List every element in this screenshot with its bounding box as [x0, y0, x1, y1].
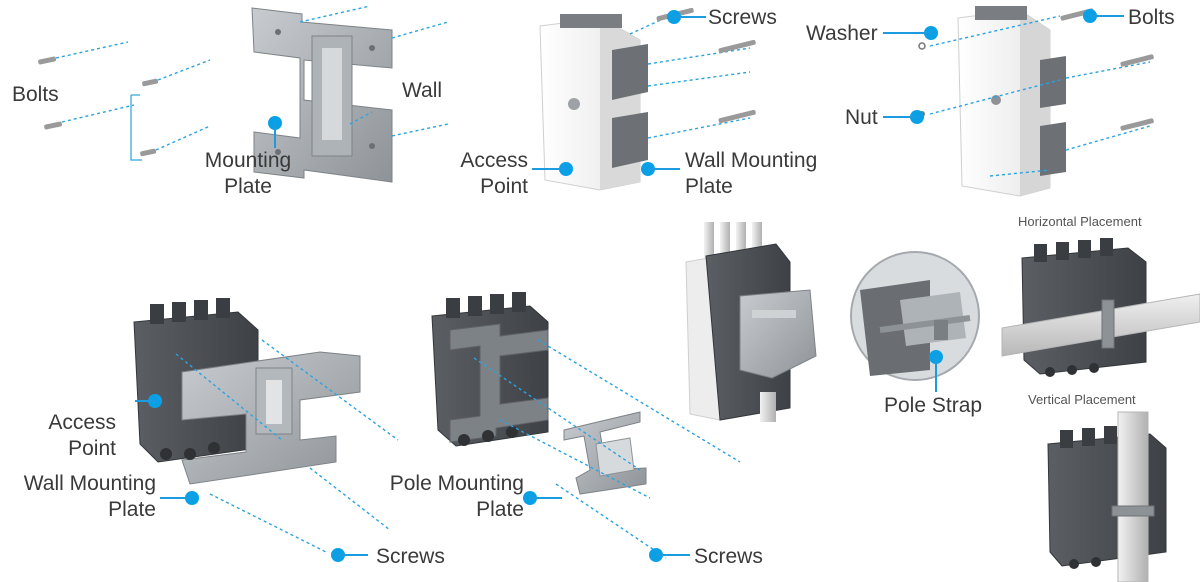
- horizontal-placement-illustration: [1001, 238, 1200, 377]
- wall-mounting-plate-label-top-line1: Wall Mounting: [685, 149, 818, 172]
- pole-mounting-plate-label-line1: Pole Mounting: [389, 472, 524, 495]
- screws-label-bottom-right: Screws: [694, 545, 763, 568]
- wall-mounting-plate-label-bottom-line2: Plate: [108, 498, 156, 521]
- access-point-white-2-illustration: [957, 6, 1066, 197]
- mounting-plate-illustration: [251, 7, 393, 183]
- mounting-plate-label-line1: Mounting: [204, 149, 292, 172]
- screws-label-top: Screws: [708, 6, 777, 29]
- access-point-label-bottom: Access Point: [18, 410, 116, 462]
- bolt-illustration: [38, 56, 159, 157]
- vertical-placement-label: Vertical Placement: [1028, 392, 1136, 407]
- pole-strap-zoom-illustration: [850, 251, 980, 381]
- screws-label-bottom-left: Screws: [376, 545, 445, 568]
- horizontal-placement-label: Horizontal Placement: [1018, 214, 1142, 229]
- nut-label: Nut: [845, 106, 878, 129]
- mounting-plate-label: Mounting Plate: [188, 148, 308, 200]
- wall-mounting-plate-label-top: Wall Mounting Plate: [685, 148, 817, 200]
- access-point-label-bottom-line1: Access: [48, 411, 116, 434]
- pole-strap-label: Pole Strap: [884, 394, 983, 417]
- wall-mounting-plate-label-bottom: Wall Mounting Plate: [0, 471, 156, 523]
- access-point-label-top-line2: Point: [480, 175, 528, 198]
- bolts-label: Bolts: [12, 83, 59, 106]
- access-point-label-bottom-line2: Point: [68, 437, 116, 460]
- wall-mounting-plate-label-bottom-line1: Wall Mounting: [23, 472, 156, 495]
- access-point-on-pole-illustration: [685, 222, 817, 422]
- access-point-label-top: Access Point: [430, 148, 528, 200]
- access-point-label-top-line1: Access: [460, 149, 528, 172]
- bolts-label-right: Bolts: [1128, 6, 1175, 29]
- access-point-dark-illustration: [133, 298, 361, 485]
- pole-mounting-plate-label: Pole Mounting Plate: [360, 471, 524, 523]
- access-point-white-illustration: [539, 14, 648, 191]
- mounting-plate-label-line2: Plate: [224, 175, 272, 198]
- wall-mounting-plate-label-top-line2: Plate: [685, 175, 733, 198]
- vertical-placement-illustration: [1047, 411, 1167, 582]
- pole-mounting-plate-illustration: [563, 411, 647, 495]
- washer-label: Washer: [806, 22, 878, 45]
- access-point-pole-illustration: [431, 292, 549, 447]
- pole-mounting-plate-label-line2: Plate: [476, 498, 524, 521]
- wall-label: Wall: [402, 79, 443, 102]
